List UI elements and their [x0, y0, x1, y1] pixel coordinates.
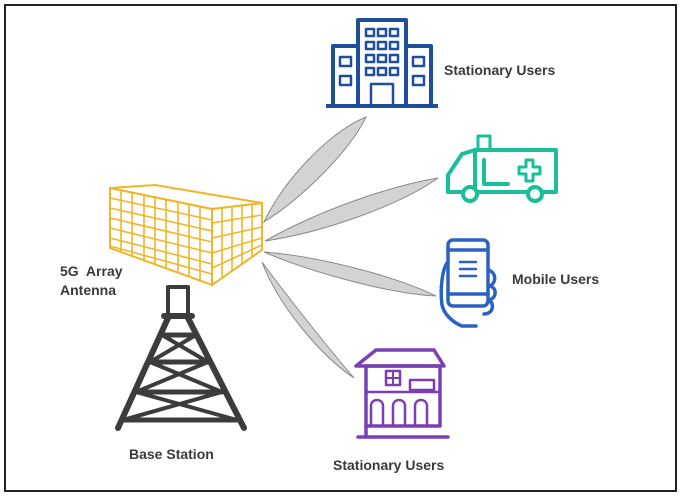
- house-icon: [354, 348, 450, 439]
- stationary-users-top-label: Stationary Users: [444, 62, 556, 78]
- array-antenna-label: 5G Array Antenna: [60, 262, 123, 300]
- beam-to-building: [262, 116, 368, 224]
- array-antenna-label-line1: 5G Array: [60, 263, 123, 279]
- stationary-users-bottom-label: Stationary Users: [333, 457, 445, 473]
- smartphone-hand-icon: [439, 238, 497, 328]
- beam-to-ambulance: [264, 177, 439, 242]
- base-station-label: Base Station: [129, 446, 214, 462]
- array-antenna-icon: [109, 183, 263, 287]
- tower-icon: [115, 285, 247, 431]
- ambulance-icon: [446, 134, 558, 203]
- building-icon: [326, 18, 438, 108]
- array-antenna-label-line2: Antenna: [60, 282, 116, 298]
- beam-to-house: [261, 261, 355, 379]
- beam-group: [261, 116, 439, 379]
- mobile-users-label: Mobile Users: [512, 271, 600, 287]
- beam-to-phone: [263, 251, 437, 297]
